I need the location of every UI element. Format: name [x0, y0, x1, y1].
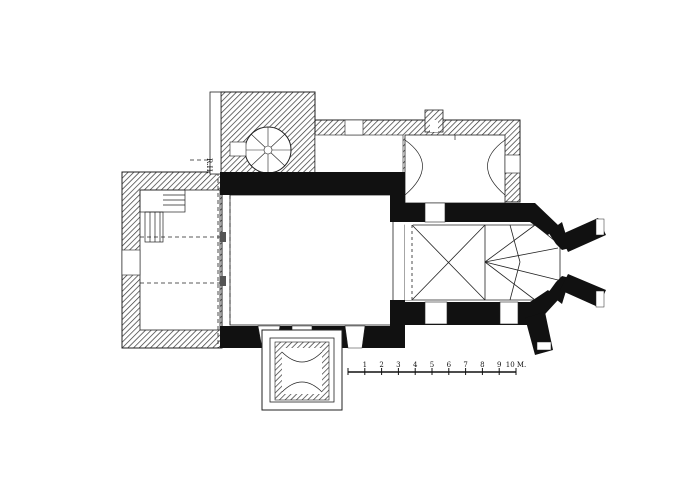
north-tower	[209, 91, 316, 175]
scale-tick-label: 8	[480, 361, 484, 369]
west-stair	[139, 189, 186, 243]
scale-tick-label: 7	[463, 361, 467, 369]
buttress-ne	[560, 218, 606, 252]
scale-tick-label: 1	[363, 361, 367, 369]
chancel	[404, 202, 606, 355]
scale-tick-label: 10 M.	[506, 361, 527, 369]
vault-ribs	[411, 224, 559, 301]
buttress-se	[560, 274, 606, 308]
scale-tick-label: 3	[396, 361, 400, 369]
scale-tick-label: 6	[447, 361, 452, 369]
nave	[220, 172, 405, 349]
scale-tick-label: 2	[379, 361, 383, 369]
scale-tick-label: 4	[413, 361, 418, 369]
scale-tick-label: 9	[497, 361, 501, 369]
buttress-s	[525, 312, 553, 355]
scale-bar: 1 2 3 4 5 6 7 8 9 10 M.	[347, 361, 527, 375]
west-tower	[121, 159, 226, 349]
scale-tick-label: 5	[430, 361, 434, 369]
annotation-label: R.H.	[205, 158, 213, 174]
south-porch	[261, 329, 343, 411]
